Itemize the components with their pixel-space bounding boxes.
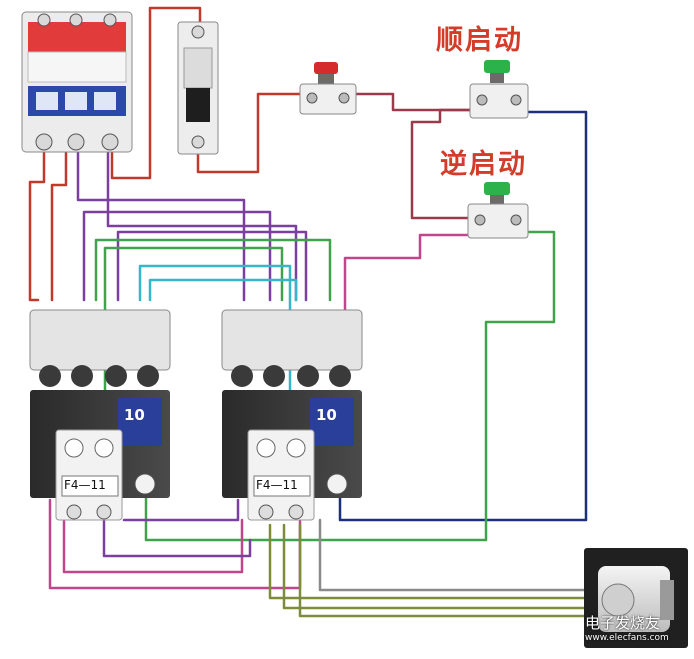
wire-purple-1 bbox=[76, 148, 246, 302]
stop-button bbox=[299, 62, 357, 115]
fuse-holder bbox=[177, 21, 219, 155]
wire-red-feed bbox=[110, 6, 202, 180]
wire-purple-2 bbox=[82, 210, 272, 302]
wire-red-1 bbox=[28, 143, 46, 302]
forward-start-label: 顺启动 bbox=[436, 25, 523, 56]
wire-green-1 bbox=[94, 238, 332, 302]
wire-motor-1 bbox=[268, 523, 596, 600]
wire-red-stop bbox=[196, 92, 306, 174]
wire-lower-2 bbox=[62, 498, 244, 574]
forward-start-button bbox=[469, 60, 529, 119]
wire-rev-out bbox=[144, 230, 556, 542]
wire-stop-to-rev bbox=[410, 108, 476, 220]
wire-purple-4 bbox=[116, 230, 308, 302]
wire-motor-3 bbox=[298, 523, 596, 618]
left-contactor bbox=[29, 309, 171, 521]
left-relay-model: F4—11 bbox=[64, 478, 106, 492]
right-aux-code: 10 bbox=[316, 406, 337, 424]
wire-purple-3 bbox=[106, 148, 298, 302]
wire-rev-coil bbox=[343, 233, 470, 322]
wires bbox=[28, 6, 596, 618]
wire-stop-to-fwd bbox=[351, 92, 476, 112]
wire-cyan-2 bbox=[148, 278, 298, 302]
reverse-start-button bbox=[467, 182, 529, 239]
right-contactor bbox=[221, 309, 363, 521]
wire-motor-4 bbox=[318, 518, 596, 592]
watermark-url: www.elecfans.com bbox=[585, 633, 669, 643]
motor bbox=[584, 548, 688, 648]
reverse-start-label: 逆启动 bbox=[440, 149, 527, 180]
watermark-logo: 电子发烧友 bbox=[585, 614, 661, 632]
wire-lower-4 bbox=[122, 498, 240, 522]
three-pole-breaker bbox=[21, 11, 133, 153]
wire-red-2 bbox=[50, 148, 68, 302]
right-relay-model: F4—11 bbox=[256, 478, 298, 492]
wire-lower-3 bbox=[102, 518, 252, 558]
wire-fwd-out bbox=[338, 110, 588, 522]
left-aux-code: 10 bbox=[124, 406, 145, 424]
wire-motor-2 bbox=[282, 523, 596, 610]
